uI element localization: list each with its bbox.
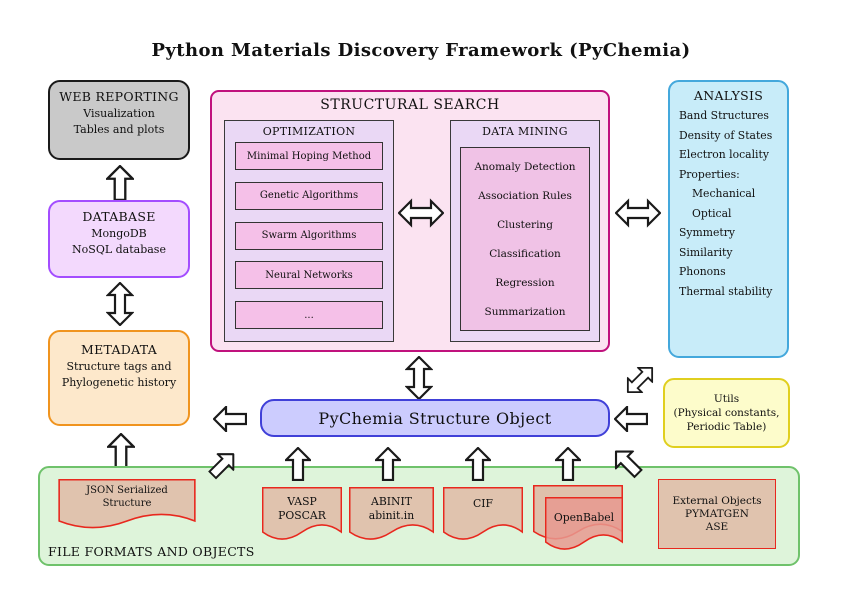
data-mining-item: Regression [495, 276, 555, 289]
up-down-arrow-icon [405, 356, 433, 400]
analysis-item: Density of States [679, 128, 773, 142]
optimization-item: Genetic Algorithms [235, 181, 383, 210]
optimization-title: OPTIMIZATION [262, 125, 356, 138]
metadata-box: METADATA Structure tags and Phylogenetic… [48, 330, 190, 426]
analysis-item: Phonons [679, 265, 726, 278]
database-title: DATABASE [82, 209, 156, 224]
optimization-panel: OPTIMIZATION Minimal Hoping Method Genet… [224, 120, 394, 342]
analysis-item: Electron locality [679, 148, 769, 161]
json-document-line: JSON Serialized [86, 485, 168, 496]
left-arrow-icon [213, 406, 247, 432]
openbabel-document-line: OpenBabel [553, 511, 615, 524]
structure-object-label: PyChemia Structure Object [318, 408, 552, 428]
optimization-item: Swarm Algorithms [235, 221, 383, 250]
optimization-item: Minimal Hoping Method [235, 142, 383, 170]
external-objects-line: ASE [705, 521, 729, 533]
external-objects-line: External Objects [672, 495, 762, 507]
json-document-line: Structure [102, 498, 152, 509]
web-reporting-line: Visualization [83, 107, 155, 120]
optimization-item: Neural Networks [235, 261, 383, 290]
metadata-line: Phylogenetic history [61, 376, 177, 389]
analysis-item: Similarity [679, 245, 733, 259]
json-document: JSON Serialized Structure [58, 479, 196, 535]
left-arrow-icon [614, 406, 648, 432]
optimization-item: ... [235, 301, 383, 329]
analysis-box: ANALYSIS Band Structures Density of Stat… [668, 80, 789, 358]
analysis-item: Band Structures [679, 109, 769, 122]
external-objects-line: PYMATGEN [685, 508, 749, 520]
external-objects-box: External Objects PYMATGEN ASE [658, 479, 776, 549]
web-reporting-title: WEB REPORTING [59, 89, 179, 104]
up-arrow-icon [555, 447, 581, 481]
web-reporting-box: WEB REPORTING Visualization Tables and p… [48, 80, 190, 160]
cif-document-line: CIF [472, 497, 494, 510]
up-arrow-icon [465, 447, 491, 481]
openbabel-document: OpenBabel [545, 497, 623, 557]
analysis-item: Optical [692, 206, 732, 220]
left-right-arrow-icon [398, 198, 444, 228]
analysis-item: Thermal stability [679, 284, 773, 298]
metadata-line: Structure tags and [66, 360, 172, 373]
metadata-title: METADATA [80, 342, 158, 357]
database-line: MongoDB [91, 227, 147, 240]
up-arrow-icon [375, 447, 401, 481]
up-arrow-icon [107, 433, 135, 469]
vasp-document-line: POSCAR [278, 509, 326, 523]
data-mining-item: Anomaly Detection [474, 160, 576, 173]
up-down-arrow-icon [106, 282, 134, 326]
file-formats-label: FILE FORMATS AND OBJECTS [48, 544, 255, 559]
data-mining-title: DATA MINING [482, 125, 568, 138]
analysis-item: Mechanical [692, 187, 756, 200]
data-mining-panel: DATA MINING Anomaly Detection Associatio… [450, 120, 600, 342]
database-line: NoSQL database [72, 243, 166, 256]
utils-line: Periodic Table) [686, 421, 767, 433]
diagonal-double-arrow-icon [622, 362, 658, 398]
data-mining-item: Clustering [497, 218, 553, 231]
utils-line: (Physical constants, [673, 407, 780, 419]
vasp-document-line: VASP [287, 495, 317, 508]
up-arrow-icon [106, 165, 134, 201]
analysis-item: Properties: [679, 167, 740, 181]
diagonal-up-left-arrow-icon [608, 443, 646, 481]
analysis-item: Symmetry [679, 226, 735, 239]
abinit-document-line: ABINIT [371, 495, 412, 508]
structural-search-title: STRUCTURAL SEARCH [320, 97, 500, 113]
utils-box: Utils (Physical constants, Periodic Tabl… [663, 378, 790, 448]
web-reporting-line: Tables and plots [73, 123, 165, 136]
analysis-items: Band Structures Density of States Electr… [670, 103, 787, 298]
database-box: DATABASE MongoDB NoSQL database [48, 200, 190, 278]
cif-document: CIF [443, 487, 523, 547]
data-mining-items: Anomaly Detection Association Rules Clus… [460, 147, 590, 331]
optimization-items: Minimal Hoping Method Genetic Algorithms… [235, 142, 383, 329]
data-mining-item: Association Rules [478, 189, 572, 202]
abinit-document-line: abinit.in [368, 509, 415, 523]
left-right-arrow-icon [615, 198, 661, 228]
vasp-document: VASP POSCAR [262, 487, 342, 547]
page-title: Python Materials Discovery Framework (Py… [151, 40, 691, 61]
up-arrow-icon [285, 447, 311, 481]
data-mining-item: Summarization [484, 305, 566, 318]
structure-object-box: PyChemia Structure Object [260, 399, 610, 437]
analysis-title: ANALYSIS [693, 88, 764, 103]
data-mining-item: Classification [489, 247, 561, 260]
utils-line: Utils [713, 393, 740, 405]
diagonal-up-right-arrow-icon [205, 446, 241, 482]
abinit-document: ABINIT abinit.in [349, 487, 434, 547]
